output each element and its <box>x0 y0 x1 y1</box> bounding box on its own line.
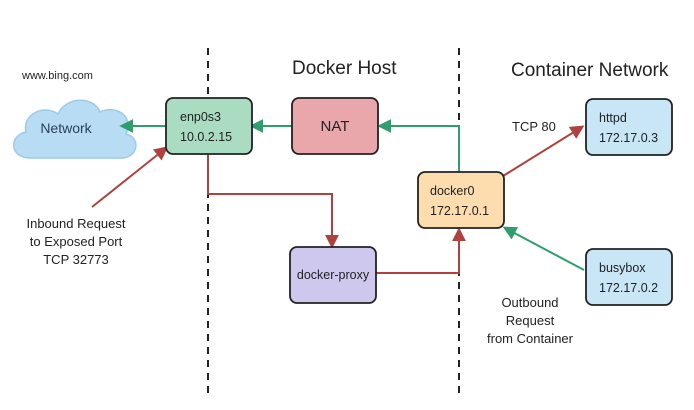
bing-site-label: www.bing.com <box>21 70 93 82</box>
inbound-arrow-request-to-enp0s3 <box>91 146 169 208</box>
docker-proxy-node: docker-proxy <box>289 246 377 304</box>
inbound-line-1: Inbound Request <box>26 216 125 231</box>
busybox-ip: 172.17.0.2 <box>599 281 658 295</box>
inbound-arrow-docker0-to-httpd <box>502 125 585 177</box>
enp0s3-ip: 10.0.2.15 <box>180 130 232 144</box>
outbound-line-1: Outbound <box>501 295 558 310</box>
inbound-request-note: Inbound Request to Exposed Port TCP 3277… <box>26 216 125 267</box>
outbound-request-note: Outbound Request from Container <box>487 295 574 346</box>
network-cloud-icon <box>13 99 137 159</box>
container-network-title: Container Network <box>511 60 669 81</box>
outbound-arrow-busybox-to-docker0 <box>502 226 585 271</box>
busybox-name: busybox <box>599 261 646 275</box>
enp0s3-name: enp0s3 <box>180 110 221 124</box>
inbound-line-3: TCP 32773 <box>43 252 109 267</box>
httpd-container-node: httpd 172.17.0.3 <box>585 98 673 156</box>
docker0-name: docker0 <box>430 184 475 198</box>
inbound-line-2: to Exposed Port <box>30 234 123 249</box>
docker-host-title: Docker Host <box>292 58 397 79</box>
outbound-line-3: from Container <box>487 331 574 346</box>
network-cloud-label: Network <box>40 120 92 136</box>
httpd-name: httpd <box>599 111 627 125</box>
nat-node: NAT <box>291 97 379 155</box>
docker0-bridge-node: docker0 172.17.0.1 <box>417 171 505 229</box>
enp0s3-interface-node: enp0s3 10.0.2.15 <box>165 97 253 155</box>
inbound-arrow-enp0s3-to-docker-proxy <box>207 154 339 249</box>
docker-proxy-name: docker-proxy <box>297 268 370 282</box>
docker0-ip: 172.17.0.1 <box>430 204 489 218</box>
httpd-ip: 172.17.0.3 <box>599 131 658 145</box>
inbound-arrow-docker-proxy-to-docker0 <box>376 227 466 274</box>
tcp-80-label: TCP 80 <box>512 119 556 134</box>
outbound-line-2: Request <box>506 313 555 328</box>
outbound-arrow-docker0-to-nat <box>377 119 460 172</box>
busybox-container-node: busybox 172.17.0.2 <box>585 248 673 306</box>
nat-name: NAT <box>321 118 350 135</box>
